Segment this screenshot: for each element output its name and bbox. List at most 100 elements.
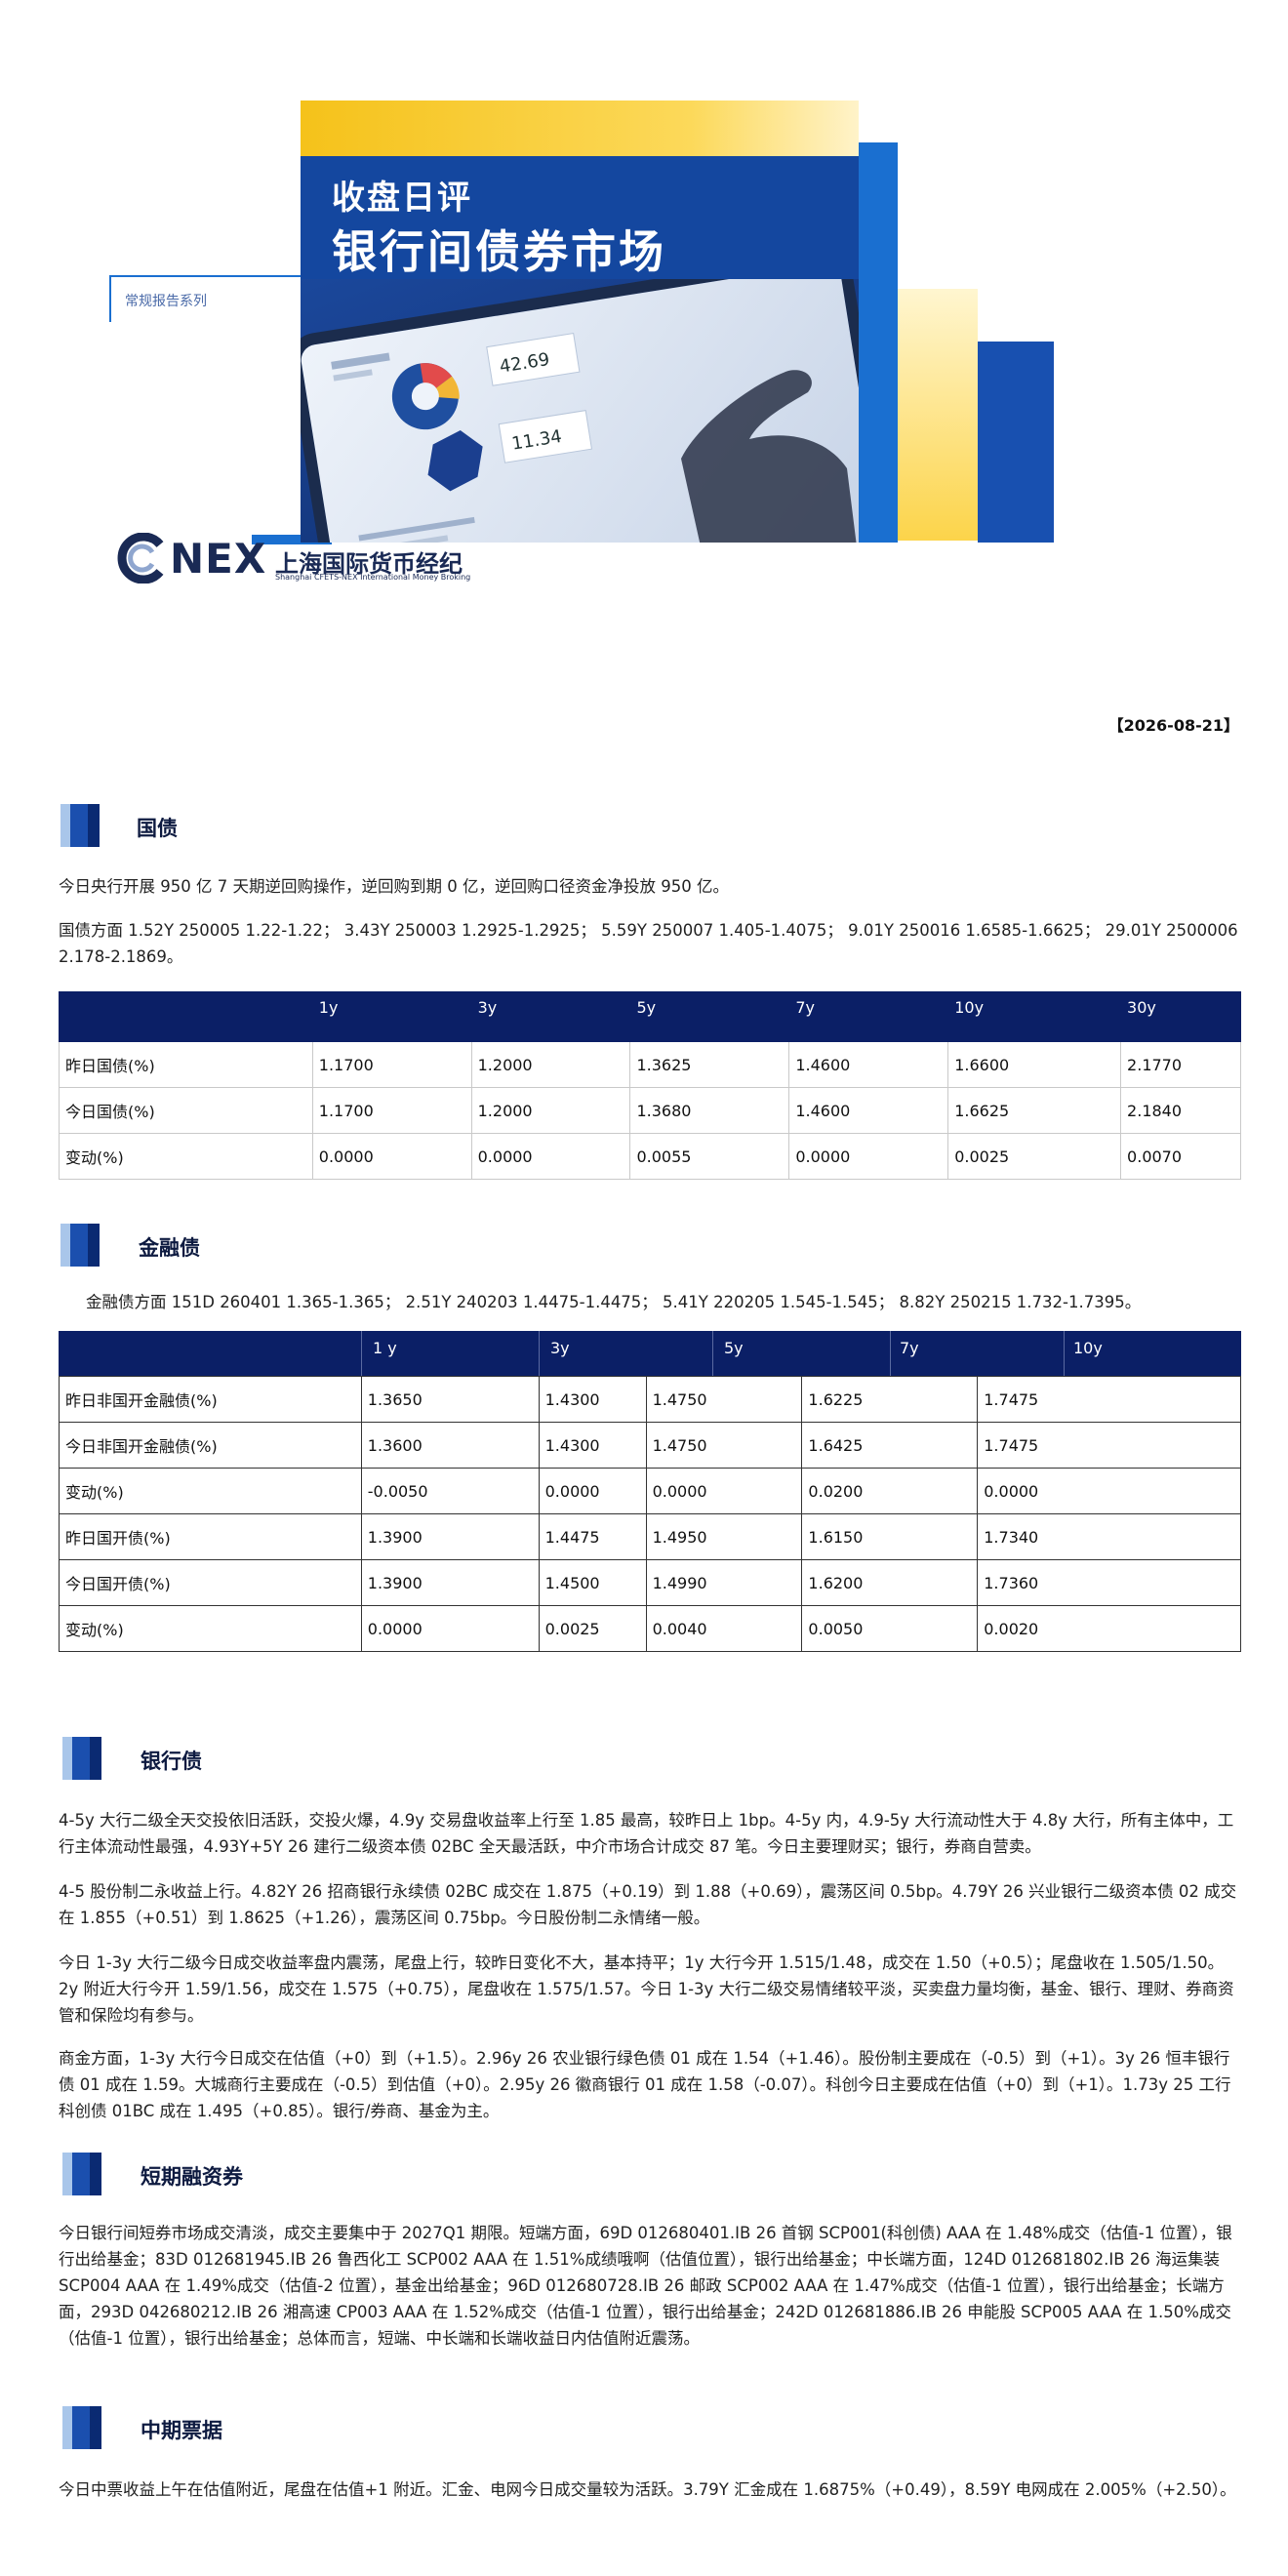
table-cell: 1.3900 (360, 1559, 540, 1606)
table-cell: 1.6225 (801, 1376, 979, 1423)
table-row: 变动(%) -0.0050 0.0000 0.0000 0.0200 0.000… (59, 1468, 1241, 1514)
table-row: 今日国开债(%) 1.3900 1.4500 1.4990 1.6200 1.7… (59, 1559, 1241, 1606)
table-cell: 1.4600 (788, 1087, 949, 1134)
table-cell: 1.4750 (645, 1422, 803, 1469)
report-banner: 42.69 11.34 收盘日评 银行间债券市场 常规报告系列 NEX 上海国际… (0, 0, 1288, 624)
table-header-cell: 5y (629, 991, 790, 1042)
table-cell: 1.6200 (801, 1559, 979, 1606)
table-header-cell: 7y (788, 991, 949, 1042)
series-divider-vertical (109, 275, 111, 322)
section-title: 银行债 (141, 1750, 202, 1773)
nex-logo-icon (117, 533, 164, 584)
dashboard-illustration-icon: 42.69 11.34 (331, 333, 593, 543)
table-cell: 0.0000 (977, 1468, 1241, 1514)
table-header-cell: 10y (947, 991, 1122, 1042)
table-cell: 1.7340 (977, 1513, 1241, 1560)
table-header-cell: 1y (311, 991, 472, 1042)
table-cell: 1.4950 (645, 1513, 803, 1560)
banner-blue-bar (859, 142, 898, 543)
banner-title-line1: 收盘日评 (332, 179, 472, 218)
table-cell: 1.3600 (360, 1422, 540, 1469)
table-header-cell: 1 y (373, 1339, 397, 1357)
table-cell: 0.0200 (801, 1468, 979, 1514)
table-cell: 变动(%) (59, 1468, 362, 1514)
table-cell: 今日国债(%) (59, 1087, 313, 1134)
table-cell: 1.6625 (947, 1087, 1122, 1134)
yinhangzhai-paragraph-3: 今日 1-3y 大行二级今日成交收益率盘内震荡，尾盘上行，较昨日变化不大，基本持… (59, 1953, 1234, 2025)
table-header-cell: 5y (724, 1339, 744, 1357)
table-row: 今日非国开金融债(%) 1.3600 1.4300 1.4750 1.6425 … (59, 1422, 1241, 1469)
duanqi-paragraph-1: 今日银行间短券市场成交清淡，成交主要集中于 2027Q1 期限。短端方面，69D… (59, 2224, 1232, 2348)
section-bar-icon (62, 1737, 105, 1780)
table-cell: 0.0000 (470, 1133, 631, 1180)
table-cell: 1.4300 (538, 1422, 647, 1469)
table-cell: 变动(%) (59, 1605, 362, 1652)
table-row: 昨日国开债(%) 1.3900 1.4475 1.4950 1.6150 1.7… (59, 1513, 1241, 1560)
banner-title-box (301, 156, 859, 279)
logo-wordmark: NEX (170, 535, 267, 583)
table-header-cell: 10y (1073, 1339, 1103, 1357)
jinrongzhai-paragraph-1: 金融债方面 151D 260401 1.365-1.365； 2.51Y 240… (86, 1293, 1142, 1311)
section-title: 金融债 (139, 1236, 200, 1260)
table-cell: 1.4300 (538, 1376, 647, 1423)
tablet-image: 42.69 11.34 (301, 262, 859, 543)
banner-blue-bar-bottom (252, 535, 332, 544)
table-cell: 0.0000 (538, 1468, 647, 1514)
table-cell: 0.0000 (645, 1468, 803, 1514)
table-row: 昨日非国开金融债(%) 1.3650 1.4300 1.4750 1.6225 … (59, 1376, 1241, 1423)
table-cell: 1.4500 (538, 1559, 647, 1606)
section-bar-icon (60, 1224, 103, 1267)
table-cell: 1.7475 (977, 1422, 1241, 1469)
table-row: 今日国债(%) 1.1700 1.2000 1.3680 1.4600 1.66… (59, 1087, 1241, 1134)
table-header-cell: 30y (1120, 991, 1241, 1042)
jinrongzhai-table-header: 1 y 3y 5y 7y 10y (59, 1331, 1241, 1376)
table-cell: 1.3680 (629, 1087, 790, 1134)
guozhai-paragraph-1: 今日央行开展 950 亿 7 天期逆回购操作，逆回购到期 0 亿，逆回购口径资金… (59, 877, 729, 896)
section-title: 中期票据 (141, 2419, 222, 2442)
table-cell: 1.6425 (801, 1422, 979, 1469)
table-cell: 0.0020 (977, 1605, 1241, 1652)
table-cell: -0.0050 (360, 1468, 540, 1514)
table-cell: 1.1700 (311, 1087, 472, 1134)
banner-yellow-block-right (886, 289, 978, 541)
series-label: 常规报告系列 (125, 294, 207, 309)
table-cell: 0.0025 (947, 1133, 1122, 1180)
jinrongzhai-yield-table: 昨日非国开金融债(%) 1.3650 1.4300 1.4750 1.6225 … (59, 1376, 1241, 1652)
table-cell: 1.3900 (360, 1513, 540, 1560)
table-cell: 2.1840 (1120, 1087, 1241, 1134)
table-cell: 1.4990 (645, 1559, 803, 1606)
table-cell: 0.0000 (360, 1605, 540, 1652)
table-cell: 1.6600 (947, 1041, 1122, 1088)
yinhangzhai-paragraph-4: 商金方面，1-3y 大行今日成交在估值（+0）到（+1.5）。2.96y 26 … (59, 2049, 1231, 2120)
section-title: 短期融资券 (141, 2165, 243, 2189)
logo-chinese-name: 上海国际货币经纪 (275, 550, 463, 578)
table-cell: 1.3625 (629, 1041, 790, 1088)
table-cell: 0.0070 (1120, 1133, 1241, 1180)
table-cell: 昨日非国开金融债(%) (59, 1376, 362, 1423)
table-cell: 0.0050 (801, 1605, 979, 1652)
table-cell: 今日非国开金融债(%) (59, 1422, 362, 1469)
yinhangzhai-paragraph-2: 4-5 股份制二永收益上行。4.82Y 26 招商银行永续债 02BC 成交在 … (59, 1882, 1237, 1927)
table-cell: 0.0055 (629, 1133, 790, 1180)
table-cell: 1.2000 (470, 1041, 631, 1088)
table-cell: 昨日国开债(%) (59, 1513, 362, 1560)
table-cell: 1.4600 (788, 1041, 949, 1088)
table-cell: 0.0000 (311, 1133, 472, 1180)
section-bar-icon (62, 2153, 105, 2195)
table-cell: 1.6150 (801, 1513, 979, 1560)
table-cell: 1.2000 (470, 1087, 631, 1134)
guozhai-paragraph-2: 国债方面 1.52Y 250005 1.22-1.22； 3.43Y 25000… (59, 921, 1238, 966)
table-header-cell: 3y (550, 1339, 570, 1357)
table-header-cell: 7y (900, 1339, 919, 1357)
table-cell: 1.4475 (538, 1513, 647, 1560)
table-cell: 今日国开债(%) (59, 1559, 362, 1606)
table-row: 变动(%) 0.0000 0.0000 0.0055 0.0000 0.0025… (59, 1133, 1241, 1180)
table-cell: 昨日国债(%) (59, 1041, 313, 1088)
table-cell: 2.1770 (1120, 1041, 1241, 1088)
section-bar-icon (62, 2406, 105, 2449)
series-divider (109, 275, 301, 277)
guozhai-yield-table: 1y 3y 5y 7y 10y 30y 昨日国债(%) 1.1700 1.200… (59, 991, 1241, 1180)
table-cell: 0.0025 (538, 1605, 647, 1652)
table-cell: 1.1700 (311, 1041, 472, 1088)
banner-title-line2: 银行间债券市场 (332, 225, 666, 278)
